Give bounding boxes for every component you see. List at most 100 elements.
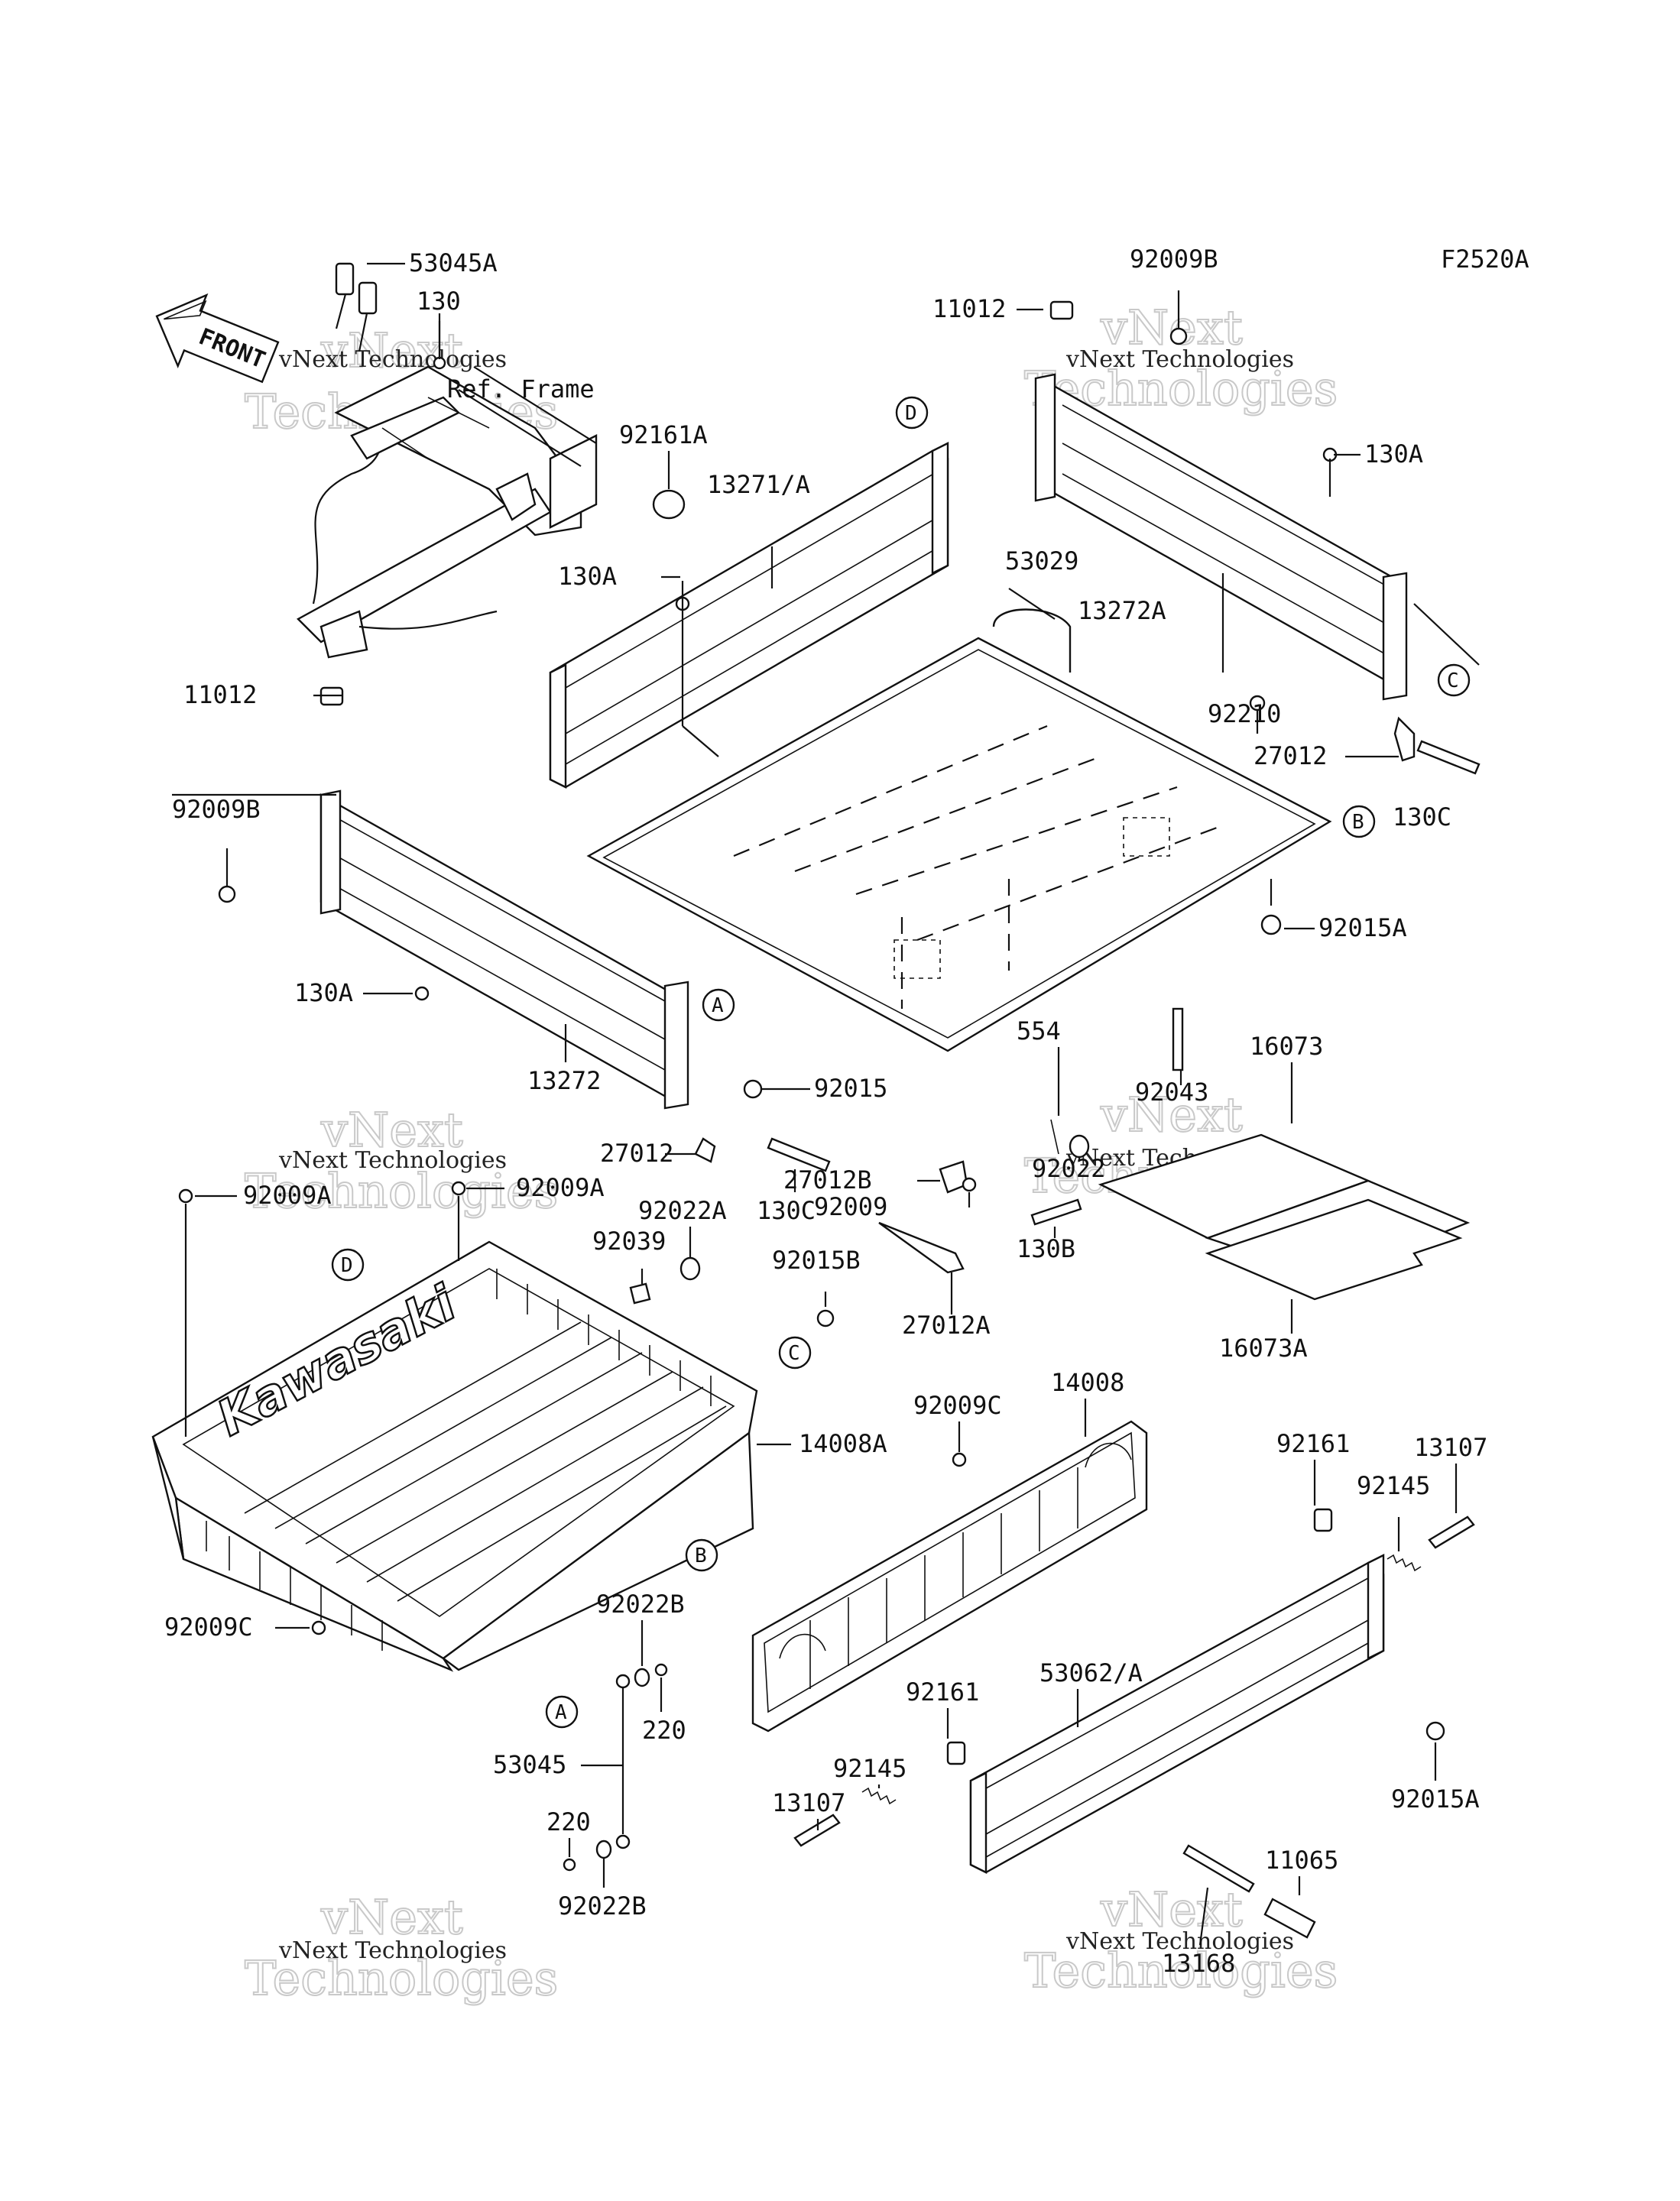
label-53062A: 53062/A <box>1039 1658 1143 1687</box>
screw-220-2 <box>563 1858 576 1872</box>
callout-d-top: D <box>895 396 929 430</box>
label-92039: 92039 <box>592 1227 666 1256</box>
screw-220-1 <box>654 1663 668 1677</box>
nut-92015A-2 <box>1425 1721 1445 1741</box>
bracket-27012-left <box>694 1137 716 1163</box>
rod-13168 <box>1182 1844 1255 1893</box>
washer-92022 <box>1069 1134 1090 1159</box>
front-arrow-icon: FRONT <box>155 293 280 384</box>
grip-11065 <box>1263 1898 1316 1939</box>
label-16073A: 16073A <box>1219 1334 1308 1363</box>
clip-92009C-1 <box>952 1452 967 1467</box>
label-92022B-2: 92022B <box>558 1891 647 1921</box>
nut-92015A-1 <box>1260 914 1282 935</box>
label-92009B-top: 92009B <box>1130 245 1218 274</box>
pin-13107-1 <box>1428 1515 1475 1549</box>
label-92210: 92210 <box>1208 699 1281 728</box>
label-92015A-2: 92015A <box>1391 1784 1480 1814</box>
svg-text:vNext Technologies: vNext Technologies <box>278 1147 507 1174</box>
callout-d-liner: D <box>331 1248 365 1282</box>
clip-92009A-1 <box>178 1188 193 1204</box>
clip-92009B-top <box>1169 327 1188 345</box>
callout-a-mid: A <box>702 988 735 1022</box>
label-92009: 92009 <box>814 1192 887 1221</box>
label-92022A: 92022A <box>638 1196 727 1225</box>
label-53045: 53045 <box>493 1750 566 1779</box>
label-27012B: 27012B <box>783 1165 872 1195</box>
label-92009B-left: 92009B <box>172 795 261 824</box>
svg-text:vNext Technologies: vNext Technologies <box>1065 1928 1294 1955</box>
pin-92043 <box>1172 1007 1184 1071</box>
label-130C-left: 130C <box>757 1196 816 1225</box>
svg-text:Technologies: Technologies <box>1024 1943 1338 1998</box>
svg-text:B: B <box>1352 811 1364 834</box>
svg-text:vNext: vNext <box>1100 1087 1243 1143</box>
label-92022: 92022 <box>1032 1154 1105 1183</box>
label-92022B-1: 92022B <box>596 1590 685 1619</box>
svg-text:A: A <box>555 1701 567 1724</box>
label-27012-right: 27012 <box>1254 741 1327 770</box>
svg-text:A: A <box>712 994 724 1017</box>
svg-text:B: B <box>695 1545 707 1567</box>
tailgate-liner-14008 <box>751 1420 1148 1733</box>
bracket-27012A <box>878 1221 965 1274</box>
label-11012-left: 11012 <box>183 680 257 709</box>
label-27012A: 27012A <box>902 1311 991 1340</box>
bolt-130C-right <box>1416 740 1481 775</box>
label-92145-1: 92145 <box>1357 1471 1430 1500</box>
label-92015: 92015 <box>814 1074 887 1103</box>
lock-key-icon <box>335 262 378 352</box>
callout-markers: D C B A D C B A <box>331 396 1471 1729</box>
label-130A-2: 130A <box>1364 439 1423 468</box>
plug-92161A-icon <box>652 489 686 520</box>
label-92009C-2: 92009C <box>164 1613 253 1642</box>
label-ref-frame: Ref. Frame <box>447 374 595 404</box>
nut-92015B <box>816 1309 835 1327</box>
label-92043: 92043 <box>1135 1078 1208 1107</box>
label-92009A-2: 92009A <box>516 1173 605 1202</box>
latch-92161-1 <box>1313 1508 1333 1532</box>
bolt-130B <box>1030 1198 1082 1226</box>
callout-b-liner: B <box>685 1538 718 1572</box>
svg-text:D: D <box>341 1254 353 1277</box>
label-130B: 130B <box>1017 1234 1075 1263</box>
watermark-bottom-left: vNext Technologies vNext Technologies <box>244 1888 559 2007</box>
label-130A-3: 130A <box>294 978 353 1007</box>
callout-a-cable: A <box>545 1695 579 1729</box>
label-220-1: 220 <box>642 1716 686 1745</box>
end-cap-11012-top <box>1049 300 1074 320</box>
washer-92022B-1 <box>634 1668 650 1687</box>
svg-text:vNext: vNext <box>1100 1882 1243 1937</box>
mat-16073A <box>1205 1198 1463 1301</box>
bolt-130A-3 <box>414 986 430 1001</box>
label-130A-1: 130A <box>558 562 617 591</box>
label-130: 130 <box>417 287 461 316</box>
bracket-27012-right <box>1393 716 1416 762</box>
watermark-mid-left: vNext Technologies vNext Technologies <box>244 1101 559 1220</box>
label-53029: 53029 <box>1005 546 1078 575</box>
label-92009A-1: 92009A <box>243 1181 332 1210</box>
svg-text:vNext: vNext <box>1100 300 1243 355</box>
label-13271A: 13271/A <box>707 470 810 499</box>
label-14008A: 14008A <box>799 1429 887 1458</box>
label-13168: 13168 <box>1162 1949 1235 1978</box>
svg-text:vNext: vNext <box>320 1102 463 1158</box>
washer-92022B-2 <box>595 1840 612 1859</box>
bolt-92009 <box>962 1177 977 1192</box>
svg-text:C: C <box>788 1342 800 1365</box>
clip-92009C-2 <box>311 1620 326 1635</box>
label-27012-left: 27012 <box>600 1139 673 1168</box>
svg-text:Technologies: Technologies <box>245 1950 558 2006</box>
nut-92015 <box>743 1079 763 1099</box>
svg-text:vNext Technologies: vNext Technologies <box>278 1937 507 1964</box>
label-92161-2: 92161 <box>906 1677 979 1707</box>
side-panel-13272A <box>1034 373 1408 701</box>
svg-text:vNext Technologies: vNext Technologies <box>278 346 507 373</box>
label-554: 554 <box>1017 1016 1061 1045</box>
spring-92145-1 <box>1386 1554 1422 1572</box>
svg-text:C: C <box>1447 669 1459 692</box>
label-13107-2: 13107 <box>772 1788 845 1817</box>
nut-92210 <box>1249 695 1266 712</box>
bolt-130C-left <box>767 1137 831 1172</box>
